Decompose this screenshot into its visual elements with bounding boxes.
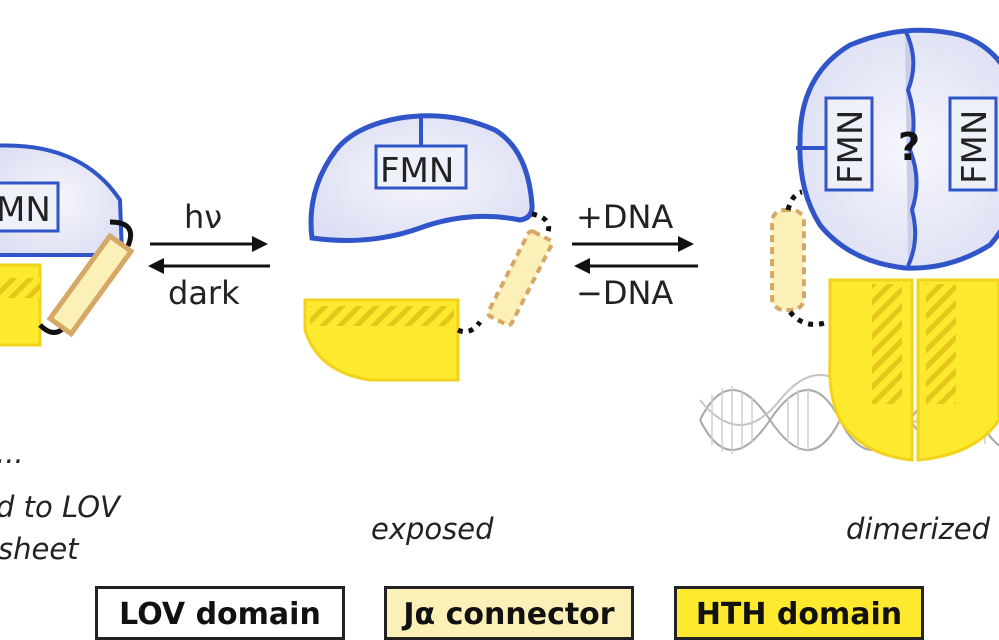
left-hth-helix xyxy=(0,278,40,298)
left-fmn-box xyxy=(0,181,60,233)
middle-fmn-label: FMN xyxy=(380,151,454,191)
dna-reverse-arrowhead xyxy=(574,258,590,274)
left-ellipsis: ... xyxy=(0,436,24,470)
left-fmn-label: MN xyxy=(0,190,51,230)
left-state: MN xyxy=(0,143,135,347)
right-fmn-label-b: FMN xyxy=(955,110,995,184)
dna-forward-arrowhead xyxy=(678,236,694,252)
middle-state-caption: exposed xyxy=(371,512,494,546)
left-ja-connector xyxy=(46,232,135,338)
minus-dna-label: −DNA xyxy=(576,274,674,312)
light-label: hν xyxy=(184,198,223,236)
left-state-caption-line2: sheet xyxy=(0,532,79,566)
right-lov-interface xyxy=(903,29,919,267)
right-ja-connector xyxy=(770,208,806,312)
left-hth-domain xyxy=(0,263,42,347)
left-state-caption-line1: d to LOV xyxy=(0,490,120,524)
middle-ja-connector xyxy=(486,229,554,328)
dna-arrows xyxy=(572,236,698,274)
middle-linker-top xyxy=(531,211,552,233)
right-lov-dimer xyxy=(797,27,999,271)
right-fmn-label-a: FMN xyxy=(831,110,871,184)
right-state-caption: dimerized xyxy=(846,512,991,546)
diagram-canvas: MN FMN xyxy=(0,27,999,462)
dark-label: dark xyxy=(168,274,240,312)
right-fmn-box-a xyxy=(824,96,874,192)
legend-lov-domain: LOV domain xyxy=(95,586,345,640)
legend-hth-domain: HTH domain xyxy=(674,586,924,640)
middle-state: FMN xyxy=(303,113,554,382)
diagram-svg: MN FMN xyxy=(0,27,999,462)
right-hth-helix-a xyxy=(872,284,902,404)
legend-ja-connector: Jα connector xyxy=(384,586,634,640)
right-linker-bottom xyxy=(788,310,829,327)
right-hth-helix-b xyxy=(926,284,956,404)
middle-fmn-box xyxy=(374,144,468,190)
reverse-arrowhead xyxy=(148,258,164,274)
middle-hth-helix xyxy=(310,306,454,326)
right-question-mark: ? xyxy=(898,125,920,169)
forward-arrowhead xyxy=(252,236,268,252)
left-linker-top xyxy=(109,219,134,247)
right-state: FMN FMN ? xyxy=(699,27,999,462)
middle-linker-bottom xyxy=(456,320,483,335)
plus-dna-label: +DNA xyxy=(576,198,674,236)
right-fmn-box-b xyxy=(948,96,998,192)
light-arrows xyxy=(148,236,270,274)
right-linker-top xyxy=(785,189,803,211)
